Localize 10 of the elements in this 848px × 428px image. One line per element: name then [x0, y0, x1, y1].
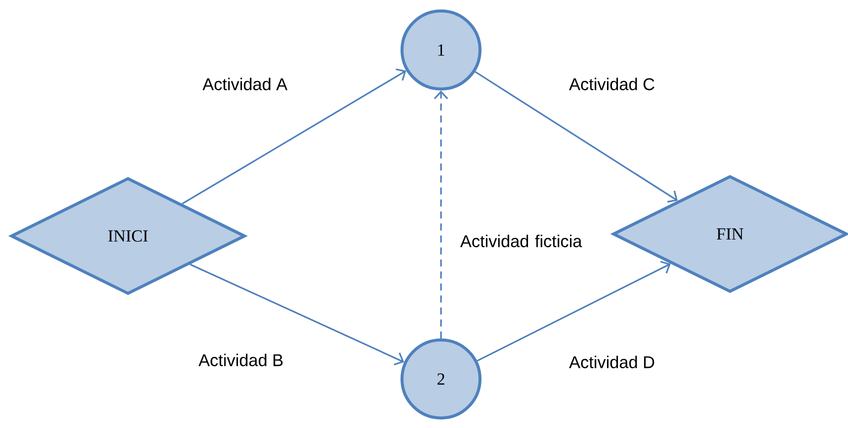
arrow	[182, 68, 406, 204]
edge-label: Actividad B	[198, 354, 283, 366]
edge-label: Actividad C	[569, 78, 654, 90]
arrow	[476, 260, 671, 362]
edge-label: Actividad ficticia	[460, 234, 582, 248]
arrow	[434, 90, 448, 338]
edge-label: Actividad D	[569, 356, 654, 368]
arrow	[190, 264, 404, 366]
arrow	[474, 71, 678, 203]
edge-label: Actividad A	[202, 78, 288, 90]
